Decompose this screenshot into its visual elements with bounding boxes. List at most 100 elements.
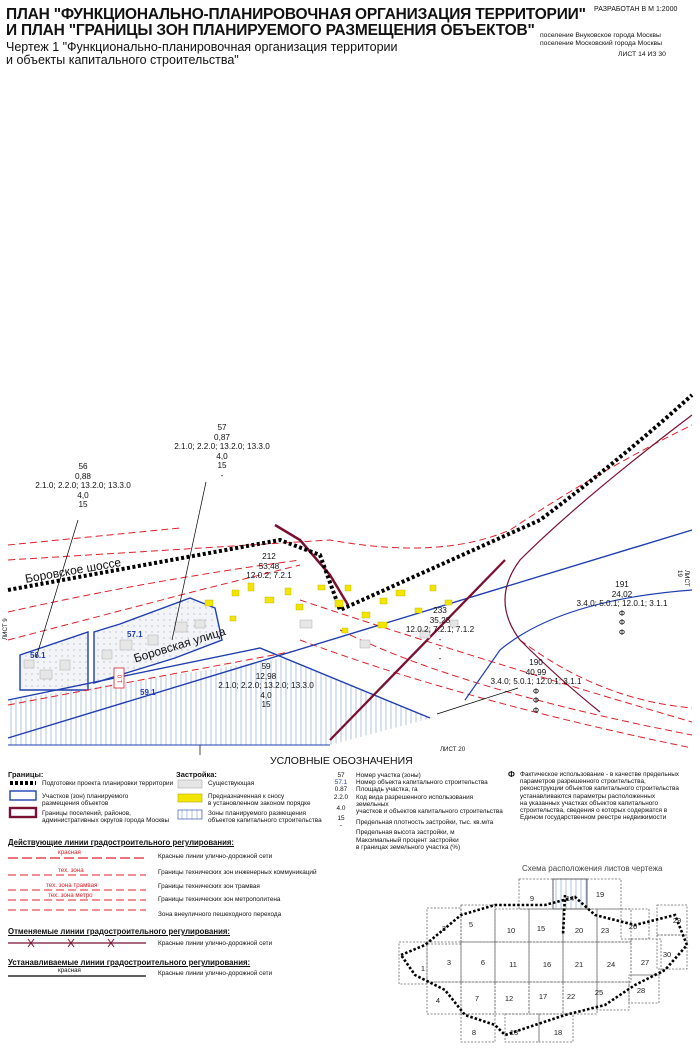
scheme-cell-4: 4 bbox=[436, 996, 440, 1005]
legend-r3-tag: тех. зона трамвая bbox=[46, 882, 98, 889]
legend-build-symbols bbox=[177, 779, 203, 820]
scheme-cell-13: 13 bbox=[510, 1028, 518, 1037]
scheme-cell-5: 5 bbox=[469, 920, 473, 929]
legend-z2a: Предназначенная к сносу bbox=[208, 793, 285, 800]
scheme-cell-12: 12 bbox=[505, 994, 513, 1003]
scheme-cell-16: 16 bbox=[543, 960, 551, 969]
legend-r2: Границы технических зон инженерных комму… bbox=[158, 869, 317, 876]
zone-57-1-label: 57.1 bbox=[127, 630, 143, 639]
district-border-1 bbox=[274, 523, 350, 606]
scheme-cell-27: 27 bbox=[641, 958, 649, 967]
red-line-3 bbox=[7, 564, 301, 641]
scheme-cell-18: 18 bbox=[554, 1028, 562, 1037]
legend-title: УСЛОВНЫЕ ОБОЗНАЧЕНИЯ bbox=[270, 755, 413, 767]
scheme-cell-17: 17 bbox=[539, 992, 547, 1001]
scheme-cell-15: 15 bbox=[537, 924, 545, 933]
legend-c1: Красные линии улично-дорожной сети bbox=[158, 940, 273, 947]
scheme-cell-14: 14 bbox=[566, 894, 574, 903]
scheme-cell-24: 24 bbox=[607, 960, 615, 969]
legend-r1: Красные линии улично-дорожной сети bbox=[158, 853, 273, 860]
map-drawing: 1.0 bbox=[7, 393, 694, 755]
scheme-cell-26: 26 bbox=[629, 922, 637, 931]
scheme-cell-23: 23 bbox=[601, 926, 609, 935]
project-boundary bbox=[7, 393, 694, 613]
scheme-cell-9: 9 bbox=[530, 894, 534, 903]
legend-phi-symbol: Ф bbox=[508, 770, 515, 779]
legend-borders-header: Границы: bbox=[8, 770, 44, 779]
legend-cancel-header: Отменяемые линии градостроительного регу… bbox=[8, 927, 231, 936]
red-line-4 bbox=[7, 649, 301, 706]
subtitle-line-1: Чертеж 1 "Функционально-планировочная ор… bbox=[6, 40, 398, 54]
scheme-cell-30: 30 bbox=[663, 950, 671, 959]
legend-r4: Границы технических зон метрополитена bbox=[158, 896, 281, 903]
scheme-cell-29: 29 bbox=[673, 916, 681, 925]
scheme-cell-8: 8 bbox=[472, 1028, 476, 1037]
scheme-cell-19: 19 bbox=[596, 890, 604, 899]
legend-b2b: размещения объектов bbox=[42, 800, 109, 807]
red-line-8 bbox=[519, 639, 693, 709]
scheme-cell-22: 22 bbox=[567, 992, 575, 1001]
scheme-cell-2: 2 bbox=[442, 924, 446, 933]
title-line-1: ПЛАН "ФУНКЦИОНАЛЬНО-ПЛАНИРОВОЧНАЯ ОРГАНИ… bbox=[6, 6, 586, 23]
legend-z3b: объектов капитального строительства bbox=[208, 817, 322, 824]
red-line-6 bbox=[299, 639, 693, 749]
zone-59-1-label: 59.1 bbox=[140, 688, 156, 697]
legend-b2a: Участков (зон) планируемого bbox=[42, 793, 129, 800]
scheme-cell-7: 7 bbox=[475, 994, 479, 1003]
scheme-cell-1: 1 bbox=[421, 964, 425, 973]
scheme-cell-21: 21 bbox=[575, 960, 583, 969]
vertical-tag: 1.0 bbox=[118, 674, 124, 683]
legend-cancel-symbol bbox=[8, 938, 146, 948]
scheme-grid: 1 2 3 4 5 6 7 8 9 10 11 12 13 14 15 16 1… bbox=[398, 878, 689, 1043]
legend-r5: Зона внеуличного пешеходного перехода bbox=[158, 911, 282, 918]
scheme-cell-11: 11 bbox=[509, 960, 517, 969]
blue-boundary-1 bbox=[7, 529, 693, 739]
legend-r1-tag: красная bbox=[58, 849, 81, 856]
legend-e1-tag: красная bbox=[58, 967, 81, 974]
title-line-2: И ПЛАН "ГРАНИЦЫ ЗОН ПЛАНИРУЕМОГО РАЗМЕЩЕ… bbox=[6, 22, 535, 39]
scheme-cell-28: 28 bbox=[637, 986, 645, 995]
legend-est-symbol bbox=[8, 975, 146, 977]
sheet-number: ЛИСТ 14 ИЗ 30 bbox=[618, 51, 666, 58]
demolition-buildings bbox=[204, 582, 453, 634]
legend-z2b: в установленном законом порядке bbox=[208, 800, 311, 807]
legend-build-header: Застройка: bbox=[176, 770, 217, 779]
legend-est-header: Устанавливаемые линии градостроительного… bbox=[8, 958, 251, 967]
legend-phi-text: Фактическое использование - в качестве п… bbox=[520, 771, 679, 822]
legend-e1: Красные линии улично-дорожной сети bbox=[158, 970, 273, 977]
sheet-bottom: ЛИСТ 20 bbox=[440, 746, 466, 753]
legend-r3: Границы технических зон трамвая bbox=[158, 883, 260, 890]
zone-59-1-area bbox=[8, 658, 432, 745]
legend-b3a: Границы поселений, районов, bbox=[42, 810, 131, 817]
scheme-cell-3: 3 bbox=[447, 958, 451, 967]
existing-buildings bbox=[23, 619, 459, 680]
legend-b3b: административных округов города Москвы bbox=[42, 817, 170, 824]
place-1: поселение Внуковское города Москвы bbox=[540, 32, 661, 39]
scale-label: РАЗРАБОТАН В М 1:2000 bbox=[594, 6, 678, 13]
zone-56-1-label: 56.1 bbox=[30, 651, 46, 660]
scheme-title: Схема расположения листов чертежа bbox=[522, 864, 663, 873]
legend-r4-tag: тех. зона метро bbox=[48, 892, 93, 899]
legend-reg-symbols bbox=[8, 857, 146, 911]
red-line-2 bbox=[7, 559, 301, 613]
legend-z3a: Зоны планируемого размещения bbox=[208, 810, 306, 817]
legend-reg-header: Действующие линии градостроительного рег… bbox=[8, 838, 235, 847]
district-border-2 bbox=[329, 559, 506, 741]
red-line-5 bbox=[339, 629, 693, 736]
cancelled-red-line bbox=[504, 414, 693, 713]
place-2: поселение Московский города Москвы bbox=[540, 40, 663, 47]
legend-z1: Существующая bbox=[208, 780, 255, 787]
scheme-cell-6: 6 bbox=[481, 958, 485, 967]
blue-boundary-4 bbox=[464, 589, 693, 701]
legend-b1: Подготовки проекта планировки территории bbox=[42, 780, 174, 787]
legend-codes: 57 57.1 0.87 2.2.0 4.0 15 - bbox=[333, 772, 349, 830]
legend-r2-tag: тех. зона bbox=[58, 867, 84, 874]
scheme-cell-10: 10 bbox=[507, 926, 515, 935]
